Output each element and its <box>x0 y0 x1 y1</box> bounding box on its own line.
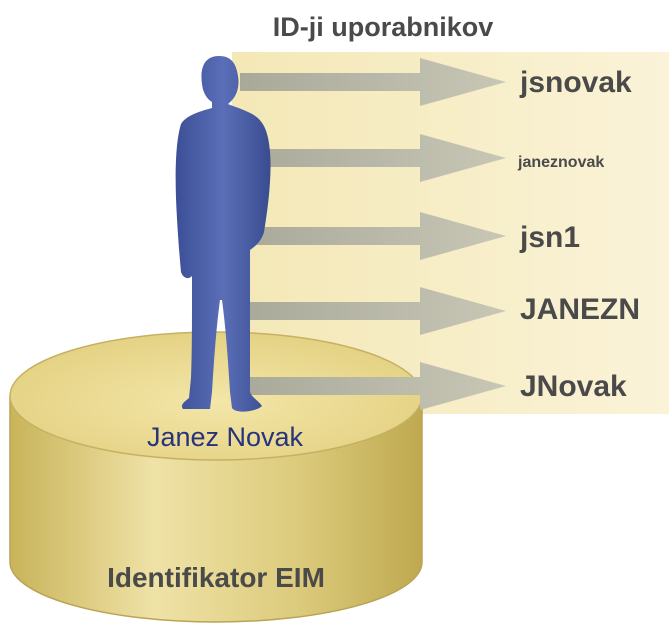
header-label: ID-ji uporabnikov <box>273 12 494 42</box>
user-id-jsnovak: jsnovak <box>519 66 632 99</box>
person-icon <box>175 56 271 412</box>
arrow-4 <box>240 287 506 335</box>
arrow-3 <box>240 212 506 260</box>
arrow-5 <box>240 362 506 410</box>
arrow-group <box>240 58 506 410</box>
arrow-2 <box>240 134 506 182</box>
user-id-janezn: JANEZN <box>520 293 640 326</box>
user-id-jsn1: jsn1 <box>519 221 580 254</box>
cylinder-label: Identifikator EIM <box>107 562 325 593</box>
person-name: Janez Novak <box>147 422 304 452</box>
cylinder-side <box>9 395 423 623</box>
user-id-janeznovak: janeznovak <box>517 154 604 171</box>
arrow-1 <box>240 58 506 106</box>
user-id-jnovak: JNovak <box>520 370 627 403</box>
